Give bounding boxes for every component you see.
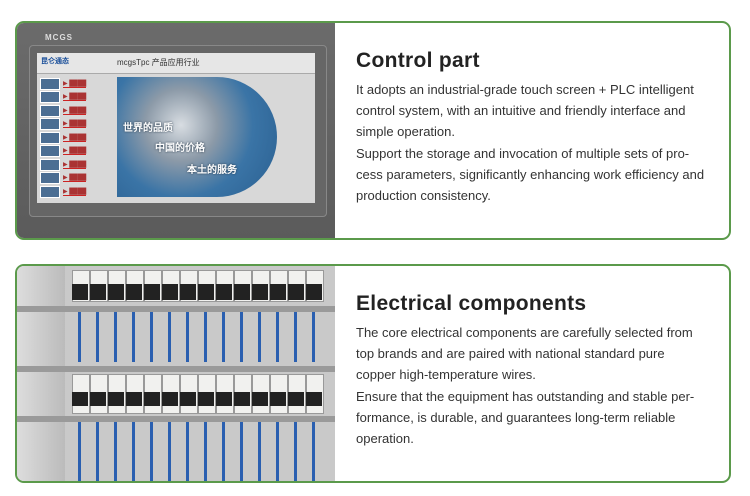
cabinet-part — [180, 392, 196, 406]
electrical-components-card: Electrical components The core electrica… — [15, 264, 731, 483]
cabinet-part — [312, 422, 315, 481]
hmi-brand: MCGS — [45, 33, 73, 42]
body-line: operation. — [356, 431, 414, 447]
cabinet-part — [204, 312, 207, 362]
body-line: formance, is durable, and guarantees lon… — [356, 409, 676, 425]
cabinet-part — [78, 422, 81, 481]
cabinet-part — [240, 422, 243, 481]
cabinet-part — [144, 392, 160, 406]
cabinet-part — [252, 284, 268, 300]
cabinet-part — [276, 312, 279, 362]
cabinet-part — [162, 284, 178, 300]
cabinet-part — [258, 312, 261, 362]
volcano-picture: 世界的品质 中国的价格 本土的服务 — [117, 77, 277, 197]
cabinet-part — [96, 312, 99, 362]
body-line: simple operation. — [356, 124, 455, 140]
cabinet-part — [234, 284, 250, 300]
cabinet-part — [132, 422, 135, 481]
cabinet-part — [216, 284, 232, 300]
cabinet-part — [258, 422, 261, 481]
cabinet-part — [168, 312, 171, 362]
section-title: Electrical components — [356, 292, 587, 315]
hmi-screen: 昆仑通态 mcgsTpc 产品应用行业 ▶ ████ ▶ ████ ▶ ████… — [37, 53, 315, 203]
cabinet-part — [168, 422, 171, 481]
cabinet-part — [72, 284, 88, 300]
cabinet-part — [276, 422, 279, 481]
cabinet-part — [294, 422, 297, 481]
body-line: The core electrical components are caref… — [356, 325, 693, 340]
electrical-cabinet-image — [17, 266, 335, 481]
cabinet-part — [306, 284, 322, 300]
cabinet-part — [294, 312, 297, 362]
cabinet-part — [186, 422, 189, 481]
cabinet-part — [114, 312, 117, 362]
body-line: cess parameters, significantly enhancing… — [356, 166, 705, 182]
cabinet-part — [126, 284, 142, 300]
cabinet-part — [204, 422, 207, 481]
cabinet-part — [240, 312, 243, 362]
cabinet-part — [150, 422, 153, 481]
cabinet-part — [306, 392, 322, 406]
slogan: 中国的价格 — [155, 143, 205, 154]
cabinet-part — [72, 392, 88, 406]
hmi-touch-screen-image: MCGS 昆仑通态 mcgsTpc 产品应用行业 ▶ ████ ▶ ████ ▶… — [17, 23, 335, 238]
cabinet-part — [17, 366, 335, 372]
cabinet-part — [132, 312, 135, 362]
cabinet-part — [312, 312, 315, 362]
body-line: Support the storage and invocation of mu… — [356, 145, 690, 161]
body-line: control system, with an intuitive and fr… — [356, 103, 686, 119]
body-line: top brands and are paired with national … — [356, 346, 665, 362]
cabinet-part — [108, 392, 124, 406]
cabinet-part — [198, 284, 214, 300]
cabinet-part — [270, 392, 286, 406]
screen-title: mcgsTpc 产品应用行业 — [117, 58, 200, 67]
slogan: 世界的品质 — [123, 123, 173, 134]
cabinet-part — [144, 284, 160, 300]
section-title: Control part — [356, 49, 480, 72]
cabinet-part — [186, 312, 189, 362]
cabinet-part — [180, 284, 196, 300]
screen-menu: ▶ ████ ▶ ████ ▶ ████ ▶ ████ ▶ ████ ▶ ███… — [40, 77, 110, 199]
cabinet-part — [17, 306, 335, 312]
cabinet-part — [222, 422, 225, 481]
cabinet-part — [162, 392, 178, 406]
cabinet-part — [108, 284, 124, 300]
cabinet-part — [96, 422, 99, 481]
cabinet-part — [78, 312, 81, 362]
cabinet-part — [216, 392, 232, 406]
body-line: Ensure that the equipment has outstandin… — [356, 388, 695, 404]
cabinet-part — [234, 392, 250, 406]
screen-logo: 昆仑通态 — [41, 58, 69, 65]
cabinet-part — [222, 312, 225, 362]
cabinet-part — [288, 284, 304, 300]
cabinet-part — [126, 392, 142, 406]
cabinet-part — [90, 284, 106, 300]
cabinet-part — [252, 392, 268, 406]
body-line: copper high-temperature wires. — [356, 367, 536, 383]
control-part-card: MCGS 昆仑通态 mcgsTpc 产品应用行业 ▶ ████ ▶ ████ ▶… — [15, 21, 731, 240]
cabinet-part — [90, 392, 106, 406]
cabinet-part — [17, 416, 335, 422]
cabinet-part — [198, 392, 214, 406]
body-line: It adopts an industrial-grade touch scre… — [356, 82, 694, 97]
slogan: 本土的服务 — [187, 165, 237, 176]
cabinet-part — [150, 312, 153, 362]
cabinet-part — [288, 392, 304, 406]
cabinet-part — [114, 422, 117, 481]
body-line: production consistency. — [356, 188, 491, 204]
cabinet-part — [270, 284, 286, 300]
